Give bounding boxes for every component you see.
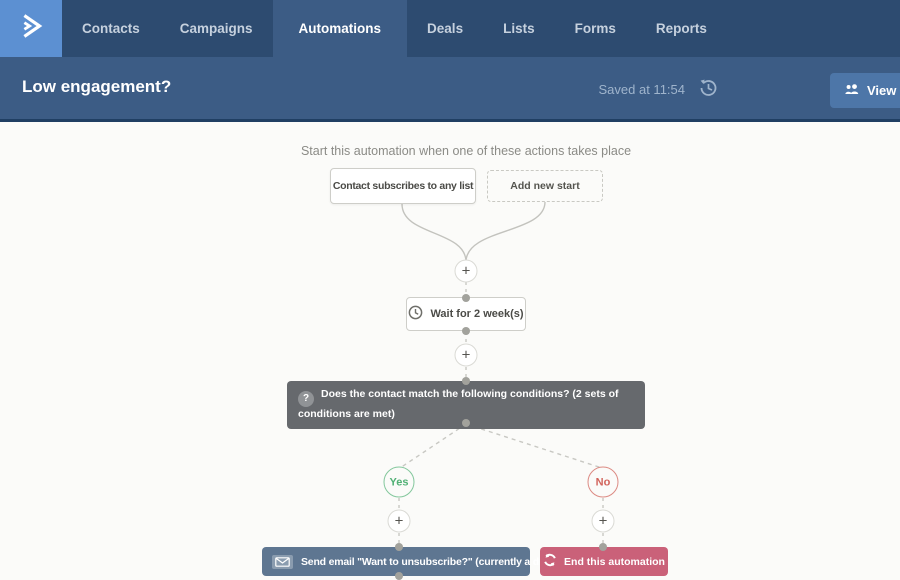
nav-item-deals[interactable]: Deals bbox=[427, 21, 464, 36]
nav-item-contacts[interactable]: Contacts bbox=[82, 21, 140, 36]
connector-dot bbox=[462, 419, 470, 427]
connector-dot bbox=[599, 543, 607, 551]
no-branch-node[interactable]: No bbox=[587, 466, 619, 498]
send-email-label: Send email "Want to unsubscribe?" (curre… bbox=[301, 555, 559, 568]
nav-item-campaigns[interactable]: Campaigns bbox=[179, 21, 253, 36]
view-contacts-button[interactable]: View c bbox=[830, 73, 900, 108]
send-email-node[interactable]: Send email "Want to unsubscribe?" (curre… bbox=[262, 547, 559, 576]
nav-item-reports[interactable]: Reports bbox=[655, 21, 707, 36]
automation-canvas: Start this automation when one of these … bbox=[0, 122, 900, 580]
revision-history-icon[interactable] bbox=[696, 76, 720, 100]
add-action-button-1[interactable]: + bbox=[454, 259, 478, 283]
add-action-button-2[interactable]: + bbox=[454, 343, 478, 367]
condition-node[interactable]: ?Does the contact match the following co… bbox=[287, 381, 645, 430]
chevron-logo-icon bbox=[14, 9, 48, 48]
start-instruction-text: Start this automation when one of these … bbox=[300, 144, 632, 158]
nav-item-forms[interactable]: Forms bbox=[574, 21, 616, 36]
end-automation-node[interactable]: End this automation bbox=[540, 547, 668, 576]
refresh-icon bbox=[543, 553, 557, 570]
condition-node-label: Does the contact match the following con… bbox=[298, 388, 619, 420]
connector-dot bbox=[395, 572, 403, 580]
nav-item-lists[interactable]: Lists bbox=[503, 21, 535, 36]
question-icon: ? bbox=[298, 390, 314, 407]
page-title: Low engagement? bbox=[22, 77, 172, 96]
connector-dot bbox=[462, 377, 470, 385]
connector-dot bbox=[462, 327, 470, 335]
wait-node[interactable]: Wait for 2 week(s) bbox=[406, 297, 526, 331]
end-automation-label: End this automation bbox=[564, 555, 665, 568]
saved-status: Saved at 11:54 bbox=[598, 82, 686, 97]
connector-dot bbox=[462, 294, 470, 302]
add-new-start-button[interactable]: Add new start bbox=[487, 170, 603, 202]
contacts-people-icon bbox=[844, 82, 860, 99]
top-nav: Contacts Campaigns Automations Deals Lis… bbox=[0, 0, 900, 57]
yes-branch-node[interactable]: Yes bbox=[383, 466, 415, 498]
automation-header: Low engagement? Saved at 11:54 View c bbox=[0, 57, 900, 122]
wait-node-label: Wait for 2 week(s) bbox=[430, 308, 524, 320]
nav-item-automations[interactable]: Automations bbox=[272, 0, 408, 57]
app-logo[interactable] bbox=[0, 0, 62, 57]
add-action-button-no[interactable]: + bbox=[591, 509, 615, 533]
view-button-label: View c bbox=[867, 83, 900, 98]
connector-dot bbox=[395, 543, 403, 551]
clock-icon bbox=[408, 305, 423, 323]
trigger-node[interactable]: Contact subscribes to any list bbox=[330, 168, 476, 204]
envelope-icon bbox=[272, 554, 293, 569]
add-action-button-yes[interactable]: + bbox=[387, 509, 411, 533]
